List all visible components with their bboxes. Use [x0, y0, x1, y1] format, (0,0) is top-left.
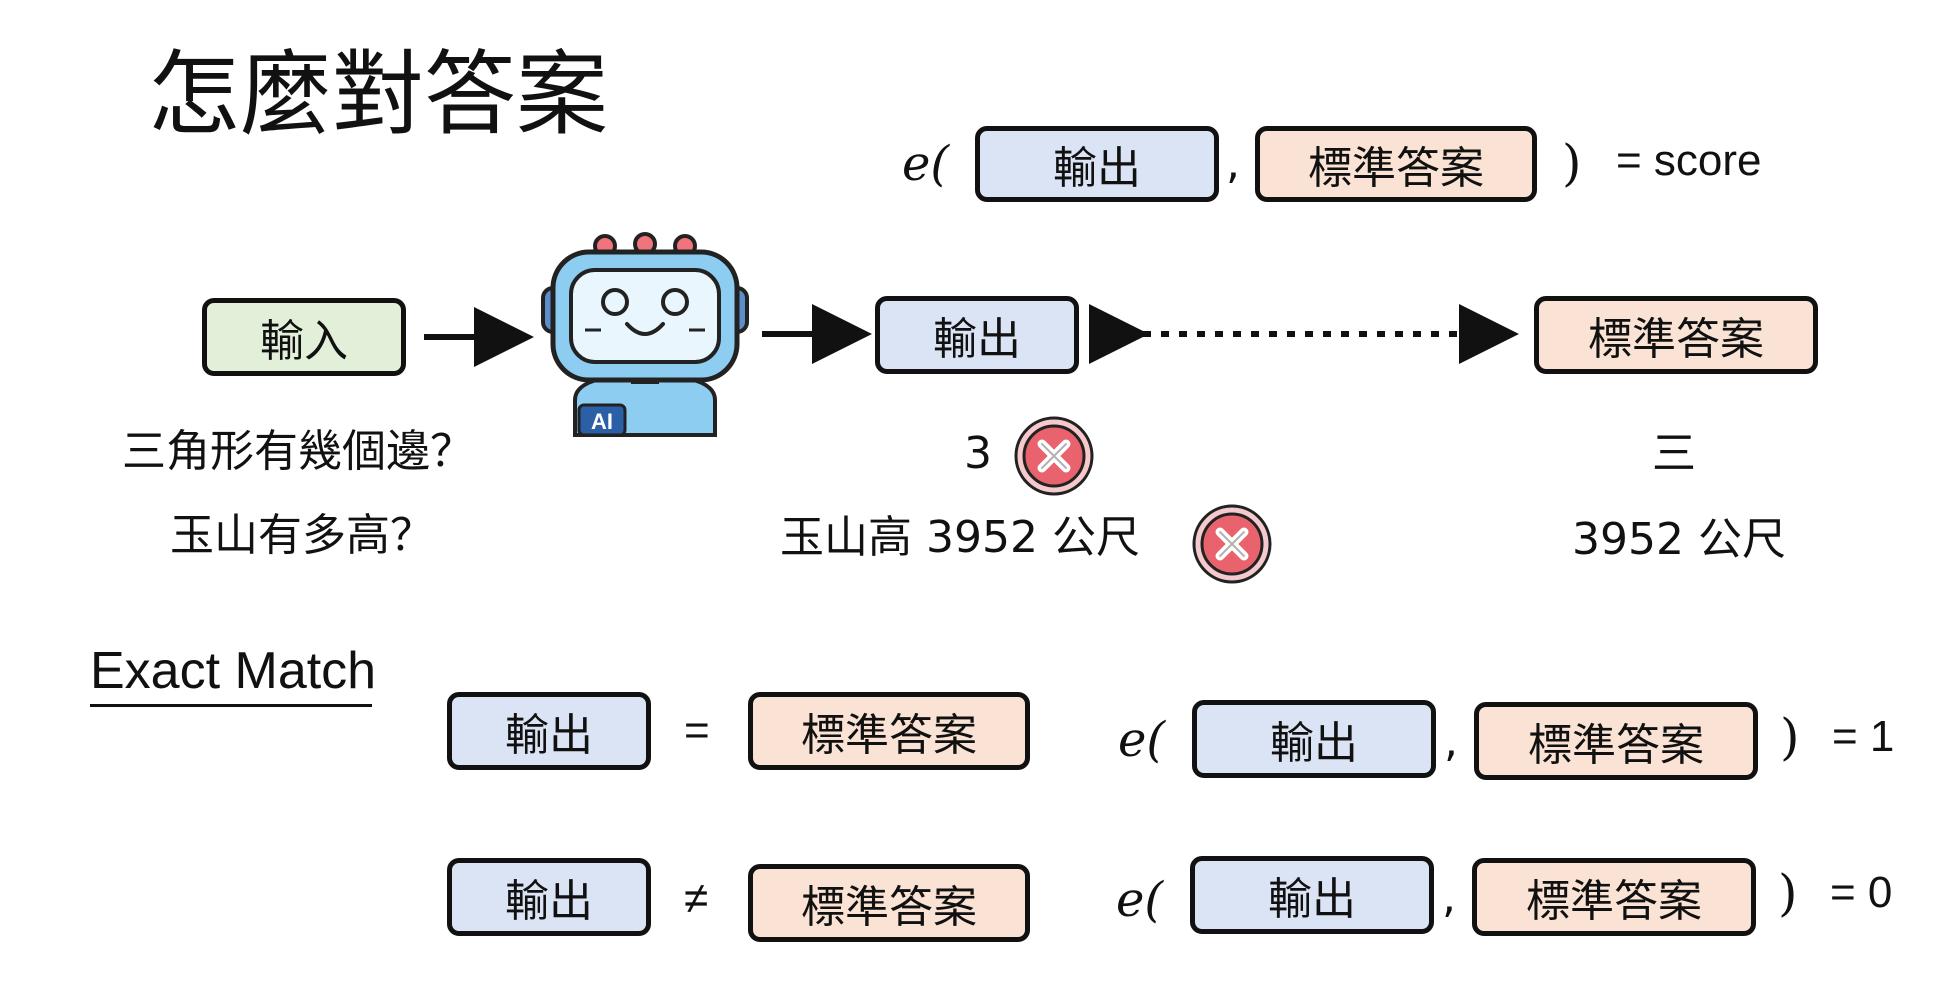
row2-operator: ≠	[684, 874, 709, 923]
wrong-icon	[1014, 416, 1094, 496]
output-2: 玉山高 3952 公尺	[780, 512, 1140, 563]
formula-answer-box: 標準答案	[1255, 126, 1537, 202]
row1-operator: =	[684, 706, 710, 755]
row2-e-output-box: 輸出	[1190, 856, 1434, 934]
answer-1: 三	[1652, 428, 1696, 479]
row1-e-answer-box: 標準答案	[1474, 702, 1758, 780]
exact-match-heading: Exact Match	[90, 642, 377, 700]
row2-output-box: 輸出	[447, 858, 651, 936]
row1-e-label: e(	[1118, 712, 1166, 768]
robot-badge-text: AI	[591, 409, 613, 434]
robot-icon: AI	[541, 232, 749, 437]
row2-result: = 0	[1830, 868, 1893, 917]
row1-close-paren: )	[1780, 708, 1800, 766]
question-2: 玉山有多高？	[170, 510, 434, 561]
answer-2: 3952 公尺	[1572, 514, 1786, 565]
row1-result: = 1	[1832, 712, 1895, 761]
row1-comma: ,	[1444, 716, 1458, 767]
formula-output-box: 輸出	[975, 126, 1219, 202]
flow-output-box: 輸出	[875, 296, 1079, 374]
row2-close-paren: )	[1778, 864, 1798, 922]
exact-match-underline	[90, 704, 372, 707]
input-box: 輸入	[202, 298, 406, 376]
formula-close-paren: )	[1562, 134, 1582, 192]
row1-e-output-box: 輸出	[1192, 700, 1436, 778]
flow-answer-box: 標準答案	[1534, 296, 1818, 374]
row2-e-label: e(	[1116, 872, 1164, 928]
output-1: 3	[964, 428, 992, 479]
row2-comma: ,	[1442, 872, 1456, 923]
formula-equals-score: = score	[1616, 136, 1762, 185]
row1-answer-box: 標準答案	[748, 692, 1030, 770]
page-title: 怎麼對答案	[148, 41, 609, 148]
row2-answer-box: 標準答案	[748, 864, 1030, 942]
formula-e-label: e(	[902, 136, 950, 192]
question-1: 三角形有幾個邊？	[122, 426, 474, 477]
formula-comma: ,	[1226, 138, 1240, 189]
row2-e-answer-box: 標準答案	[1472, 858, 1756, 936]
wrong-icon	[1192, 504, 1272, 584]
row1-output-box: 輸出	[447, 692, 651, 770]
